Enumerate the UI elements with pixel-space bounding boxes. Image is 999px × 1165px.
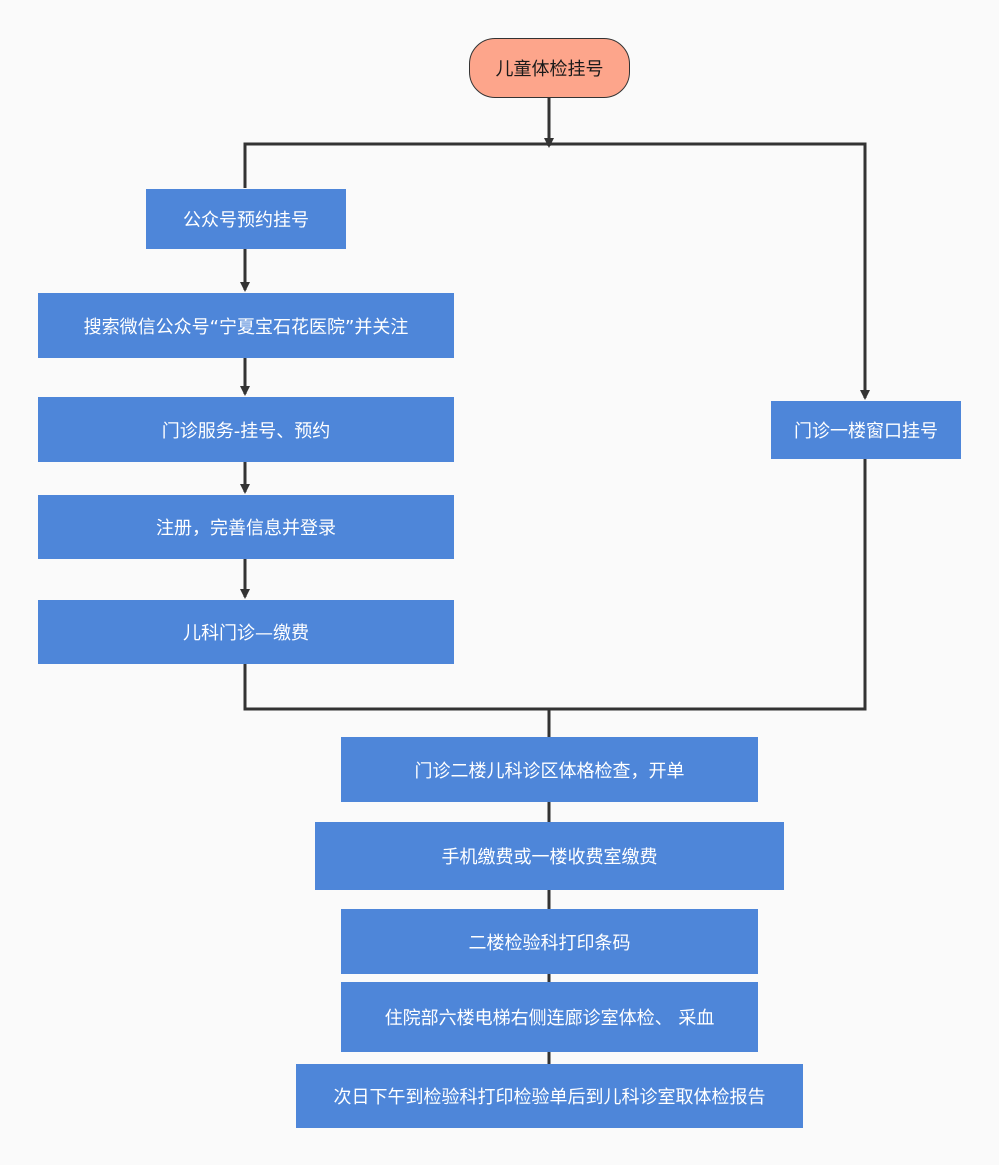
physical-exam-step: 门诊二楼儿科诊区体格检查，开单 xyxy=(341,737,758,802)
payment-step: 手机缴费或一楼收费室缴费 xyxy=(315,822,784,890)
get-report-step: 次日下午到检验科打印检验单后到儿科诊室取体检报告 xyxy=(296,1064,803,1128)
search-account-step: 搜索微信公众号“宁夏宝石花医院”并关注 xyxy=(38,293,454,358)
start-node: 儿童体检挂号 xyxy=(469,38,630,98)
register-login-step: 注册，完善信息并登录 xyxy=(38,495,454,559)
print-barcode-step: 二楼检验科打印条码 xyxy=(341,909,758,974)
connector-merge xyxy=(243,459,867,711)
window-register-step: 门诊一楼窗口挂号 xyxy=(771,401,961,459)
blood-test-step: 住院部六楼电梯右侧连廊诊室体检、 采血 xyxy=(341,982,758,1052)
connector-split-branches xyxy=(243,142,870,400)
wechat-booking-step: 公众号预约挂号 xyxy=(146,189,346,249)
pediatric-pay-step: 儿科门诊—缴费 xyxy=(38,600,454,664)
clinic-service-step: 门诊服务-挂号、预约 xyxy=(38,397,454,462)
